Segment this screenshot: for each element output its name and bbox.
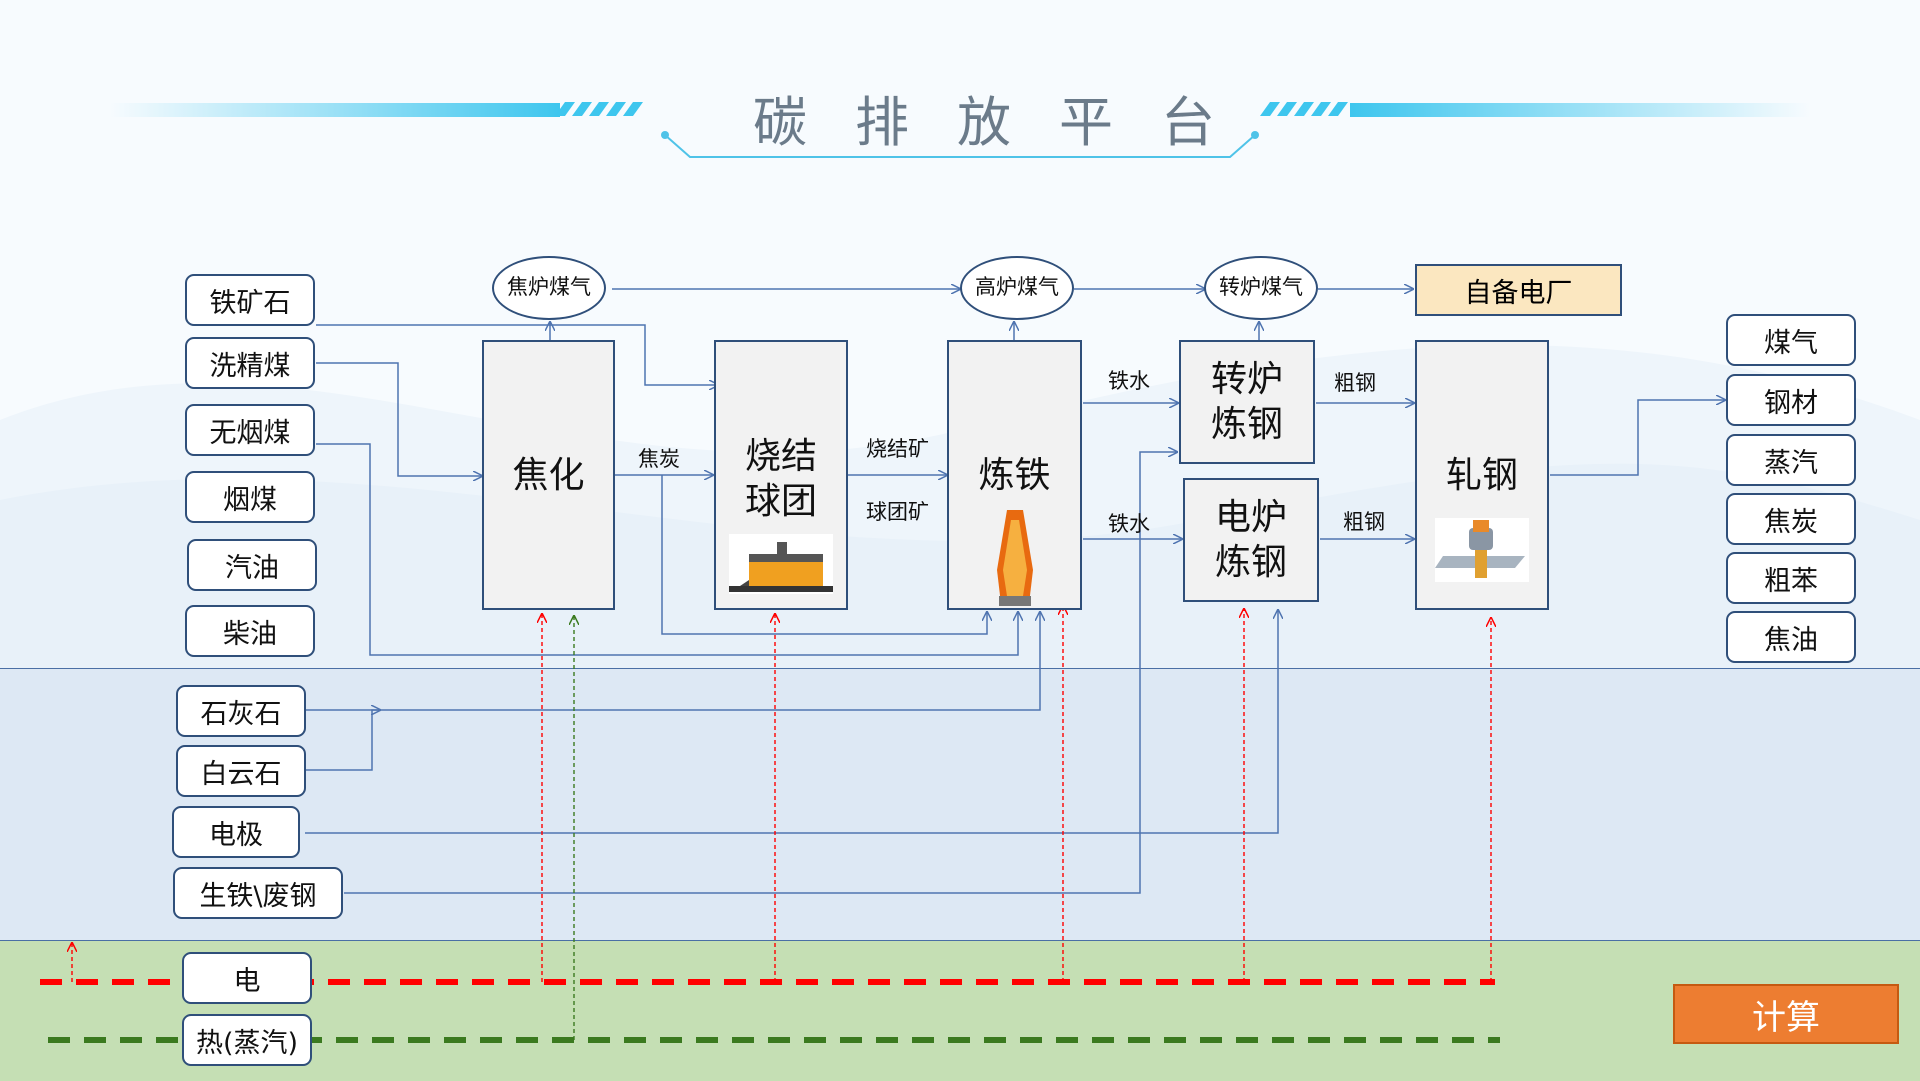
- process-converter-label: 转炉炼钢: [1210, 359, 1283, 445]
- flow-hot-metal-1: 铁水: [1108, 369, 1150, 393]
- energy-band: [0, 940, 1920, 1081]
- output-tar[interactable]: 焦油: [1726, 611, 1856, 663]
- output-gas[interactable]: 煤气: [1726, 314, 1856, 366]
- input-washed-coal[interactable]: 洗精煤: [185, 337, 315, 389]
- process-sintering-pelletizing[interactable]: 烧结球团: [714, 340, 848, 610]
- captive-power-plant[interactable]: 自备电厂: [1415, 264, 1622, 316]
- gas-coke-oven: 焦炉煤气: [492, 256, 606, 320]
- output-crude-benzene[interactable]: 粗苯: [1726, 552, 1856, 604]
- input-diesel[interactable]: 柴油: [185, 605, 315, 657]
- input-electrode[interactable]: 电极: [172, 806, 300, 858]
- input-limestone[interactable]: 石灰石: [176, 685, 306, 737]
- process-ironmaking-label: 炼铁: [978, 454, 1051, 496]
- output-steel-products[interactable]: 钢材: [1726, 374, 1856, 426]
- header-stripe-right: [1350, 103, 1810, 117]
- process-coking[interactable]: 焦化: [482, 340, 615, 610]
- process-coking-label: 焦化: [512, 454, 585, 496]
- header-stripe-left: [110, 103, 560, 117]
- rolling-mill-icon: [1435, 518, 1529, 582]
- output-coke[interactable]: 焦炭: [1726, 493, 1856, 545]
- input-gasoline[interactable]: 汽油: [187, 539, 317, 591]
- flow-hot-metal-2: 铁水: [1108, 512, 1150, 536]
- process-eaf-label: 电炉炼钢: [1214, 497, 1287, 583]
- flow-coke: 焦炭: [638, 447, 680, 471]
- input-iron-ore[interactable]: 铁矿石: [185, 274, 315, 326]
- input-heat-steam[interactable]: 热(蒸汽): [182, 1014, 312, 1066]
- process-rolling[interactable]: 轧钢: [1415, 340, 1549, 610]
- process-converter-steelmaking[interactable]: 转炉炼钢: [1179, 340, 1315, 464]
- output-steam[interactable]: 蒸汽: [1726, 434, 1856, 486]
- calculate-button[interactable]: 计算: [1673, 984, 1899, 1044]
- input-dolomite[interactable]: 白云石: [176, 745, 306, 797]
- gas-blast-furnace: 高炉煤气: [960, 256, 1074, 320]
- input-anthracite[interactable]: 无烟煤: [185, 404, 315, 456]
- flow-crude-steel-2: 粗钢: [1343, 510, 1385, 534]
- flow-pellet-ore: 球团矿: [866, 500, 929, 524]
- flow-crude-steel-1: 粗钢: [1334, 371, 1376, 395]
- sinter-machine-icon: [729, 534, 833, 594]
- process-sinter-label: 烧结球团: [744, 436, 817, 522]
- process-ironmaking[interactable]: 炼铁: [947, 340, 1082, 610]
- process-eaf-steelmaking[interactable]: 电炉炼钢: [1183, 478, 1319, 602]
- page-title: 碳排放平台: [753, 91, 1263, 154]
- gas-converter: 转炉煤气: [1204, 256, 1318, 320]
- input-electricity[interactable]: 电: [182, 952, 312, 1004]
- process-rolling-label: 轧钢: [1445, 454, 1518, 496]
- input-bituminous-coal[interactable]: 烟煤: [185, 471, 315, 523]
- input-pig-iron-scrap[interactable]: 生铁\废钢: [173, 867, 343, 919]
- flow-sinter-ore: 烧结矿: [866, 437, 929, 461]
- blast-furnace-icon: [997, 510, 1033, 606]
